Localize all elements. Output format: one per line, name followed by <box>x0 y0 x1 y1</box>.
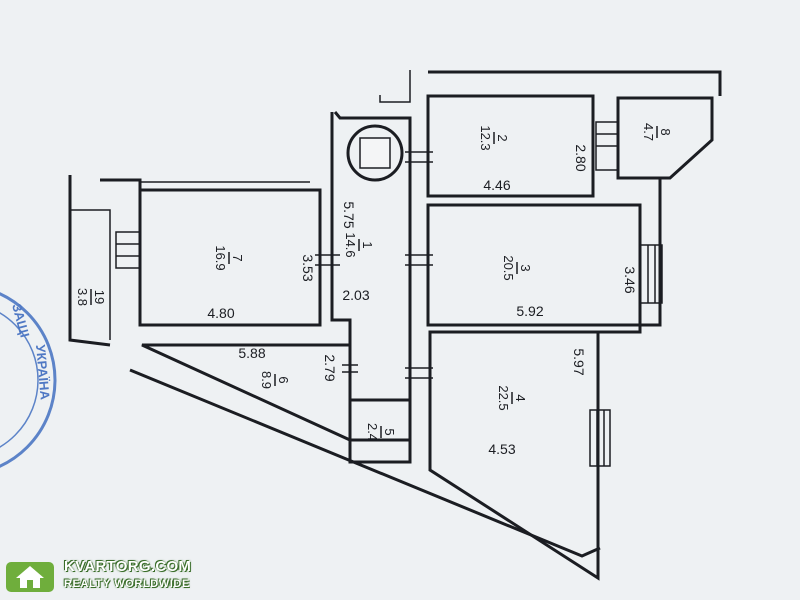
room-8-label: 8 4.7 <box>641 123 673 141</box>
room-4-label: 4 22.5 <box>496 385 528 410</box>
room-19-number: 19 <box>92 290 107 304</box>
room-4-area: 22.5 <box>496 385 511 410</box>
ventilation-shaft <box>346 124 404 182</box>
dim-room2-width: 4.46 <box>483 177 510 193</box>
dim-room7-width: 4.80 <box>207 305 234 321</box>
room-5-area: 2.4 <box>365 423 380 441</box>
room-4-number: 4 <box>513 394 528 401</box>
room-8-area: 4.7 <box>641 123 656 141</box>
room-6-area: 8.9 <box>259 371 274 389</box>
room-5-label: 5 2.4 <box>365 423 397 441</box>
room-1-number: 1 <box>360 241 375 248</box>
room-3-number: 3 <box>518 264 533 271</box>
room-7-number: 7 <box>230 254 245 261</box>
dim-room2-height: 2.80 <box>573 144 589 171</box>
room-1-area: 14.6 <box>343 232 358 257</box>
room-2-label: 2 12.3 <box>478 125 510 150</box>
stamp-text-country: УКРАЇНА <box>33 344 53 401</box>
room-7-label: 7 16.9 <box>213 245 245 270</box>
dimension-labels: 3.53 4.80 5.75 2.03 2.80 4.46 5.92 3.46 … <box>207 144 638 457</box>
watermark-subtitle: REALTY WORLDWIDE <box>64 578 190 590</box>
room-3-area: 20.5 <box>501 255 516 280</box>
door-marks <box>315 151 433 379</box>
walls <box>68 70 722 581</box>
dim-room4-width: 4.53 <box>488 441 515 457</box>
room-7-area: 16.9 <box>213 245 228 270</box>
room-2-number: 2 <box>495 134 510 141</box>
dim-room6-width: 5.88 <box>238 345 265 361</box>
dim-room7-height: 3.53 <box>300 254 316 281</box>
official-stamp: ЗАЩІ УКРАЇНА <box>0 292 57 468</box>
watermark-title: KVARTORG.COM <box>64 558 192 575</box>
room-19-label: 19 3.8 <box>75 288 107 306</box>
dim-room3-height: 3.46 <box>622 266 638 293</box>
dim-room3-width: 5.92 <box>516 303 543 319</box>
room-6-number: 6 <box>276 376 291 383</box>
dim-corridor-length: 5.75 <box>341 201 357 228</box>
room-8-number: 8 <box>658 128 673 135</box>
dim-room6-height: 2.79 <box>322 354 338 381</box>
dim-room4-length: 5.97 <box>571 348 587 375</box>
room-1-label: 1 14.6 <box>343 232 375 257</box>
room-5-number: 5 <box>382 428 397 435</box>
watermark: KVARTORG.COM REALTY WORLDWIDE <box>4 556 194 596</box>
window-hatching <box>115 121 663 467</box>
room-2-area: 12.3 <box>478 125 493 150</box>
dim-corridor-width: 2.03 <box>342 287 369 303</box>
room-19-area: 3.8 <box>75 288 90 306</box>
stamp-text-top: ЗАЩІ <box>9 302 32 339</box>
room-3-label: 3 20.5 <box>501 255 533 280</box>
room-6-label: 6 8.9 <box>259 371 291 389</box>
house-logo-icon <box>6 562 54 592</box>
